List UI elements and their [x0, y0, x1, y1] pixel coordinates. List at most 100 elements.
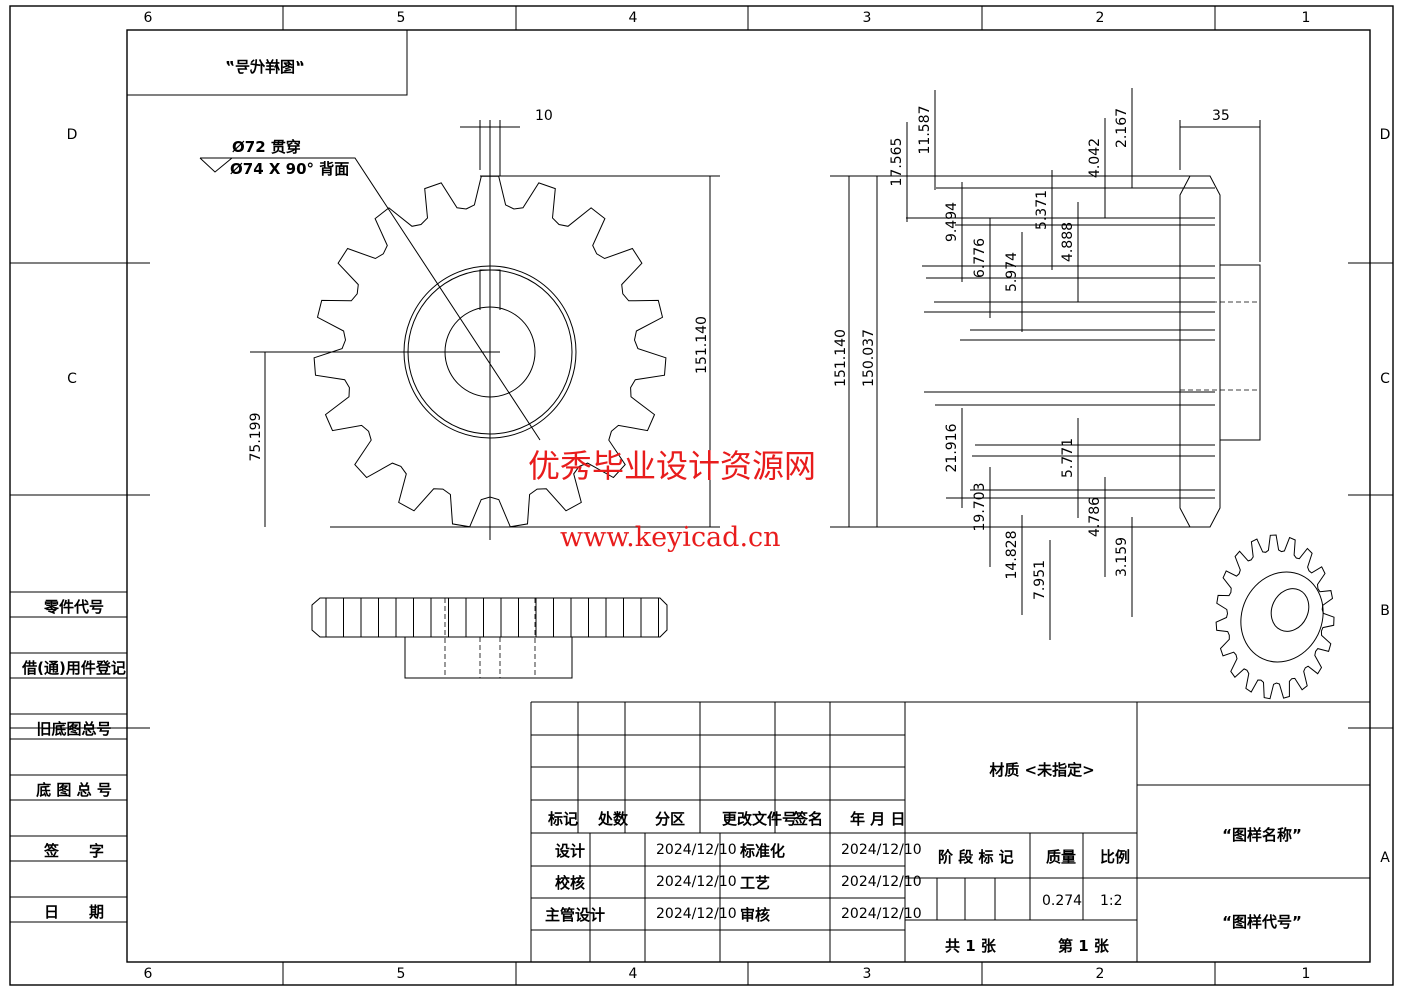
zone-column-label: 5	[397, 966, 406, 982]
zone-row-label: C	[1380, 371, 1390, 387]
side-dimension: 5.371	[1034, 190, 1050, 230]
iso-bore	[1270, 588, 1310, 632]
side-dimension: 17.565	[889, 138, 905, 187]
zone-column-label: 6	[144, 966, 153, 982]
hole-callout-1: Ø72 贯穿	[232, 138, 301, 156]
zone-row-label: B	[1380, 603, 1390, 619]
tb-role: 设计	[555, 842, 585, 860]
left-label: 零件代号	[43, 598, 104, 616]
front-dim-lines	[255, 175, 720, 528]
mass-value: 0.274	[1042, 893, 1082, 909]
material: 材质 <未指定>	[989, 761, 1094, 779]
left-label: 旧底图总号	[36, 720, 111, 738]
zone-row-label: A	[1380, 850, 1390, 866]
hole-callout-2: Ø74 X 90° 背面	[230, 160, 349, 178]
side-dimension: 5.771	[1060, 438, 1076, 478]
side-dimension: 11.587	[917, 106, 933, 155]
stage-label: 阶 段 标 记	[938, 848, 1014, 866]
zone-column-label: 3	[863, 966, 872, 982]
keyway-dim-lines	[460, 120, 520, 176]
side-dimension: 21.916	[944, 423, 960, 472]
mass-label: 质量	[1046, 848, 1076, 866]
hub-top-view	[404, 636, 573, 679]
gear-side-profile	[1179, 175, 1221, 528]
front-view: Ø72 贯穿 Ø74 X 90° 背面 10 151.140 75.199	[199, 108, 720, 540]
side-dimension: 3.159	[1114, 537, 1130, 577]
zone-row-label: D	[67, 127, 78, 143]
scale-label: 比例	[1100, 848, 1130, 866]
iso-sprocket-outline	[1215, 534, 1335, 700]
hidden-lines	[444, 598, 536, 678]
left-label: 日 期	[44, 903, 104, 921]
side-dimension: 9.494	[944, 202, 960, 242]
hdr-mark: 标记	[547, 810, 578, 828]
hdr-count: 处数	[597, 810, 629, 828]
side-dimension: 14.828	[1004, 531, 1020, 580]
left-label: 借(通)用件登记	[21, 659, 126, 677]
side-dimension: 4.888	[1060, 222, 1076, 262]
hdr-zone: 分区	[655, 810, 685, 828]
tb-date1: 2024/12/10	[656, 906, 737, 922]
tb-date1: 2024/12/10	[656, 842, 737, 858]
hdr-date: 年 月 日	[850, 810, 905, 828]
iso-hub	[1240, 571, 1324, 663]
zone-column-label: 5	[397, 10, 406, 26]
left-label: 签 字	[43, 842, 104, 860]
sheets-total: 共 1 张	[945, 937, 997, 955]
tb-date2: 2024/12/10	[841, 842, 922, 858]
side-dimension: 4.042	[1087, 138, 1103, 178]
side-dimension: 150.037	[861, 329, 877, 387]
outer-border	[9, 5, 1394, 986]
zone-column-label: 1	[1302, 966, 1311, 982]
tb-role: 主管设计	[545, 906, 605, 924]
bore-hidden-lines	[1180, 301, 1260, 391]
sprocket-teeth-outline	[313, 175, 667, 528]
mirrored-code-box	[126, 29, 408, 96]
hub-side-profile	[1219, 264, 1261, 441]
zone-column-label: 3	[863, 10, 872, 26]
bottom-view	[311, 597, 668, 679]
front-half-dim: 75.199	[248, 413, 264, 462]
tb-role2: 标准化	[739, 842, 785, 860]
zone-row-label: C	[67, 371, 77, 387]
hole-leader	[199, 157, 541, 441]
side-dimension: 6.776	[972, 238, 988, 278]
side-dimension: 151.140	[833, 329, 849, 387]
tb-date1: 2024/12/10	[656, 874, 737, 890]
hdr-sign: 签名	[792, 810, 823, 828]
hdr-change-doc: 更改文件号	[722, 810, 797, 828]
side-dimension: 7.951	[1032, 560, 1048, 600]
zone-column-label: 6	[144, 10, 153, 26]
hub-length-dim-lines	[1179, 120, 1261, 262]
tb-role2: 审核	[740, 906, 770, 924]
zone-column-label: 4	[629, 10, 638, 26]
gear-rim-top-view	[311, 597, 668, 638]
zone-column-label: 1	[1302, 10, 1311, 26]
zone-row-label: D	[1380, 127, 1391, 143]
hub-length-dim: 35	[1212, 108, 1230, 124]
mirrored-code: “图样代号”	[225, 58, 305, 76]
side-dimension: 5.974	[1004, 252, 1020, 292]
drawing-name: “图样名称”	[1222, 826, 1302, 844]
left-label: 底 图 总 号	[36, 781, 112, 799]
tb-date2: 2024/12/10	[841, 874, 922, 890]
drawing-code: “图样代号”	[1222, 913, 1302, 931]
side-dimension: 2.167	[1114, 108, 1130, 148]
zone-column-label: 4	[629, 966, 638, 982]
isometric-view	[1215, 534, 1335, 700]
watermark-title: 优秀毕业设计资源网	[528, 447, 816, 485]
front-height-dim: 151.140	[694, 316, 710, 374]
side-view: 35 151.140 150.037 17.565 11.587 9.494 6.776 5…	[830, 88, 1261, 640]
zone-column-label: 2	[1096, 966, 1105, 982]
keyway-width-dim: 10	[535, 108, 553, 124]
tb-role: 校核	[555, 874, 585, 892]
sheet-number: 第 1 张	[1058, 937, 1110, 955]
tb-role2: 工艺	[740, 874, 770, 892]
side-dimension: 4.786	[1087, 497, 1103, 537]
scale-value: 1:2	[1100, 893, 1123, 909]
zone-column-label: 2	[1096, 10, 1105, 26]
